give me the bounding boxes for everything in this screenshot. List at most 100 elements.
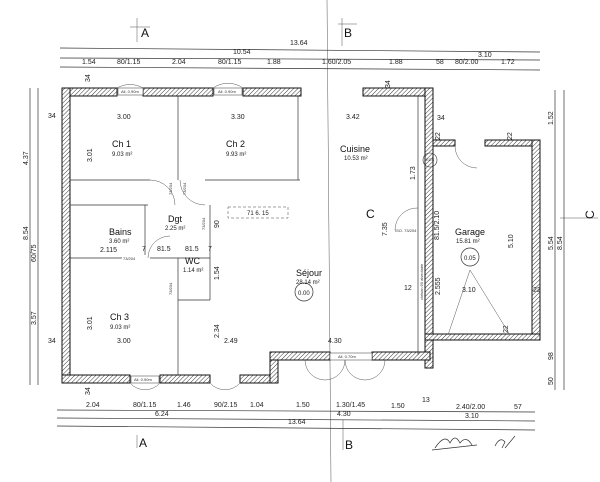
room-ch1-area: 9.03 m² xyxy=(112,152,132,158)
dim-interior: 7.35 xyxy=(382,222,389,236)
dim-interior: 34 xyxy=(85,74,92,82)
section-c-inner: C xyxy=(366,207,375,221)
section-c-right: C xyxy=(583,210,597,219)
dim-top-seg: 1.88 xyxy=(267,59,281,66)
dim-bottom-seg: 2.40/2.00 xyxy=(456,404,485,411)
top-dimensions: 13.64 10.54 3.10 1.54 80/1.15 2.04 80/1.… xyxy=(59,40,541,71)
door-label: 73/204 xyxy=(182,182,187,195)
dim-left: 34 xyxy=(48,338,56,345)
water-heater-symbol xyxy=(422,152,438,168)
door-label: 73/204 xyxy=(201,217,206,230)
room-garage: Garage xyxy=(455,227,485,237)
dim-left: 3.57 xyxy=(31,311,38,325)
bottom-dimensions: 2.04 80/1.15 1.46 90/2.15 1.04 1.50 1.30… xyxy=(56,397,536,431)
interior-dimensions: 3.00 3.30 3.42 3.01 2.115 7 81.5 81.5 7 … xyxy=(85,74,541,395)
window-label: All. 0.90m xyxy=(218,89,236,94)
dim-top-garage: 3.10 xyxy=(478,52,492,59)
level-marker xyxy=(294,282,314,302)
initials xyxy=(494,435,516,449)
dim-interior: 22 xyxy=(533,287,541,294)
dim-right: 50 xyxy=(548,377,555,385)
dim-right: 8.54 xyxy=(557,236,564,250)
room-ch2: Ch 2 xyxy=(226,139,245,149)
ecs-label: ECS xyxy=(426,157,435,162)
dim-bottom-garage: 3.10 xyxy=(465,413,479,420)
dim-interior: 3.00 xyxy=(117,114,131,121)
signature xyxy=(431,437,478,451)
dim-left: 8.54 xyxy=(23,226,30,240)
dim-bottom-total: 13.64 xyxy=(288,419,306,426)
dim-interior: 3.30 xyxy=(231,114,245,121)
dim-interior: 3.42 xyxy=(346,114,360,121)
section-b-bottom: B xyxy=(345,438,353,452)
dim-interior: 22 xyxy=(435,132,442,140)
room-sejour: Séjour xyxy=(296,268,322,278)
room-dgt: Dgt xyxy=(168,214,183,224)
window-label: All. 0.90m xyxy=(121,89,139,94)
dim-interior: 22 xyxy=(507,132,514,140)
room-ch3-area: 9.03 m² xyxy=(110,325,130,331)
door-label: 73/204 xyxy=(168,282,173,295)
room-wc-area: 1.14 m² xyxy=(183,268,203,274)
signatures xyxy=(431,435,516,451)
level-sejour: 0.00 xyxy=(298,291,310,297)
dim-bottom-seg: 1.04 xyxy=(250,402,264,409)
dim-interior: 90 xyxy=(214,220,221,228)
dim-interior: 3.01 xyxy=(87,148,94,162)
dim-interior: 7 xyxy=(208,246,212,253)
room-cuisine: Cuisine xyxy=(340,144,370,154)
window-label: All. 0.70m xyxy=(338,354,356,359)
dim-interior: 3.00 xyxy=(117,338,131,345)
door-label: 73/204 xyxy=(168,182,173,195)
dim-bottom-seg: 1.46 xyxy=(177,402,191,409)
dim-left: 34 xyxy=(48,113,56,120)
room-sejour-area: 28.14 m² xyxy=(296,280,320,286)
room-ch2-area: 9.93 m² xyxy=(226,152,246,158)
dim-left: 4.37 xyxy=(23,151,30,165)
dim-right: 98 xyxy=(548,352,555,360)
door-labels: 73/204 73/204 73/204 73/204 73/204 ISO. … xyxy=(123,182,417,295)
dim-top-seg: 58 xyxy=(436,59,444,66)
section-b-top: B xyxy=(344,26,352,40)
dim-interior: 22 xyxy=(503,325,510,333)
dim-interior: 12 xyxy=(404,285,412,292)
door-label: 73/204 xyxy=(123,256,136,261)
section-a-top: A xyxy=(141,26,149,40)
handwritten-note: 71 6. 15 xyxy=(247,211,269,217)
dim-interior: 2.115 xyxy=(100,247,117,254)
cloison-note: cloison 60 alveolaire xyxy=(419,263,424,300)
dim-bottom-seg: 2.04 xyxy=(86,402,100,409)
dim-top-seg: 2.04 xyxy=(172,59,186,66)
dim-top-seg: 1.88 xyxy=(389,59,403,66)
dim-top-total: 13.64 xyxy=(290,40,308,47)
dim-right: 1.52 xyxy=(548,111,555,125)
interior-walls xyxy=(70,96,419,375)
room-bains: Bains xyxy=(109,227,132,237)
dim-bottom-seg: 1.30/1.45 xyxy=(336,402,365,409)
dim-interior: 7 xyxy=(142,246,146,253)
exterior-walls xyxy=(61,87,541,384)
dim-top-seg: 1.54 xyxy=(82,59,96,66)
dim-interior: 81.5 xyxy=(157,246,171,253)
dim-interior: 1.73 xyxy=(410,166,417,180)
dim-left: 60/75 xyxy=(31,244,38,262)
dim-interior: 1.54 xyxy=(214,266,221,280)
dim-bottom-mid: 4.30 xyxy=(337,411,351,418)
dim-right: 5.54 xyxy=(548,236,555,250)
section-a-bottom: A xyxy=(139,436,147,450)
dim-interior: 34 xyxy=(385,80,392,88)
dim-top-main: 10.54 xyxy=(233,49,251,56)
dim-bottom-seg: 80/1.15 xyxy=(133,402,156,409)
dim-bottom-seg: 1.50 xyxy=(296,402,310,409)
room-dgt-area: 2.25 m² xyxy=(165,226,185,232)
dim-interior: 81.5 xyxy=(185,246,199,253)
door-label: ISO. 73/204 xyxy=(395,228,417,233)
dim-interior: 34 xyxy=(85,387,92,395)
dim-top-seg: 1.72 xyxy=(501,59,515,66)
dim-top-seg: 1.60/2.05 xyxy=(322,59,351,66)
dim-interior: 4.30 xyxy=(328,338,342,345)
room-ch3: Ch 3 xyxy=(110,312,129,322)
dim-top-seg: 80/2.00 xyxy=(455,59,478,66)
room-cuisine-area: 10.53 m² xyxy=(344,156,368,162)
